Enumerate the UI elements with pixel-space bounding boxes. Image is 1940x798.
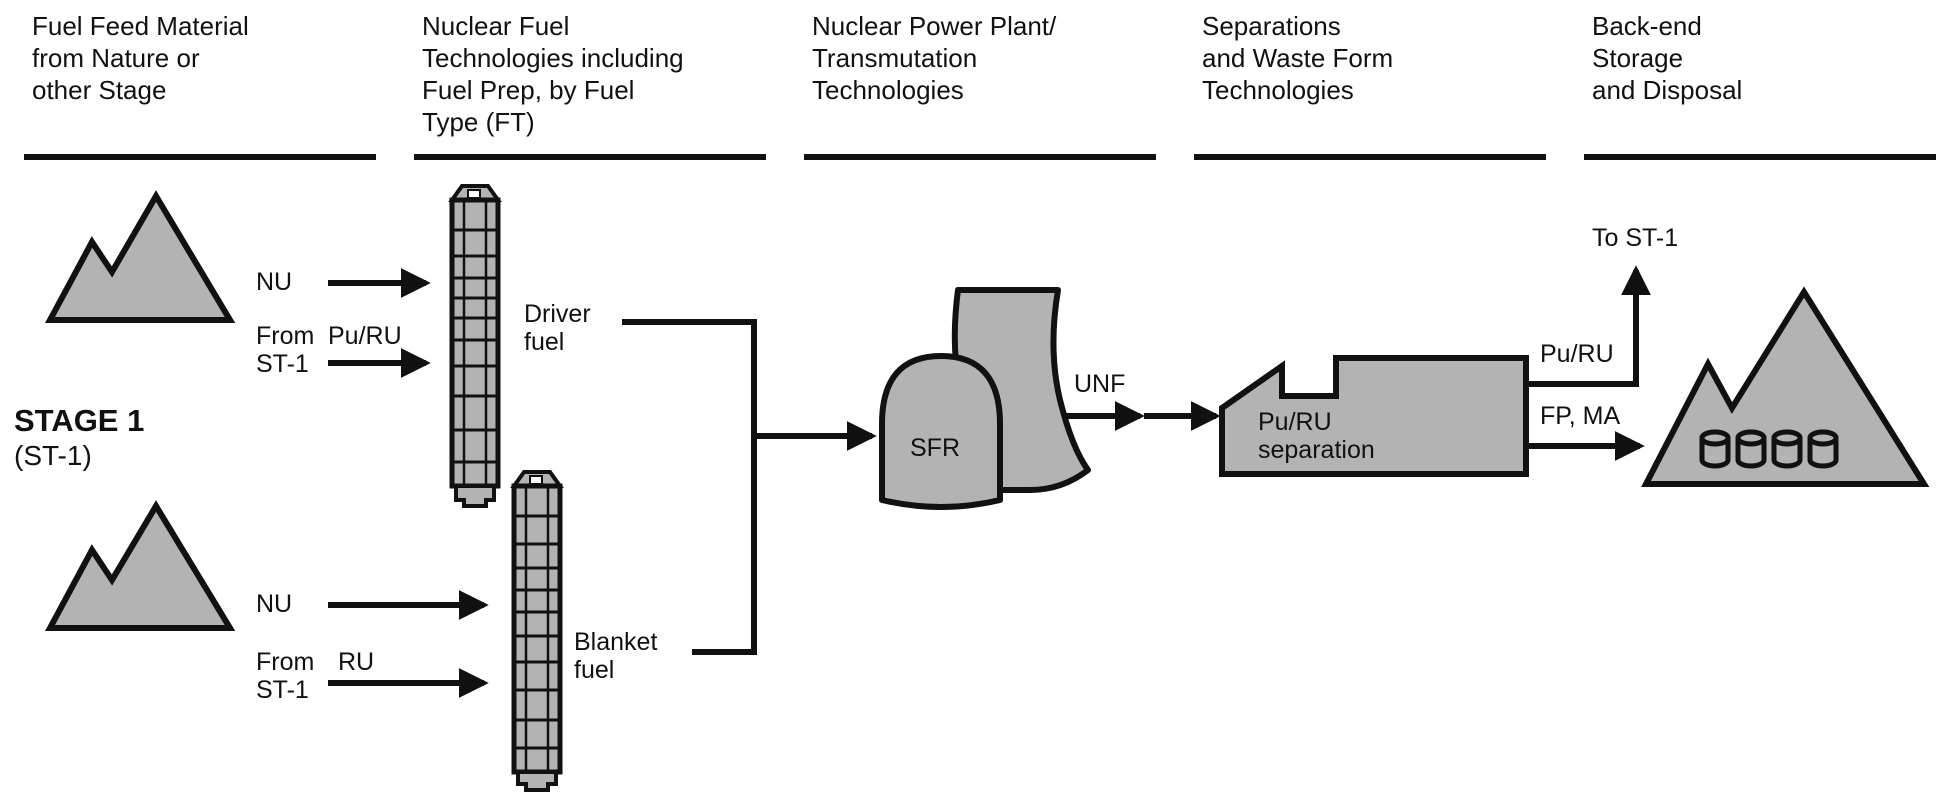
- separation-label: Pu/RU separation: [1258, 408, 1375, 464]
- feed-label-from-lower: From: [256, 648, 315, 676]
- feed-label-from-upper: From: [256, 322, 315, 350]
- driver-fuel-rod-icon: [448, 184, 502, 508]
- feed-label-pu-ru-upper: Pu/RU: [328, 322, 402, 350]
- stage-subtitle: (ST-1): [14, 440, 92, 471]
- feed-label-nu-upper: NU: [256, 268, 293, 296]
- mountain-icon-upper: [44, 190, 236, 323]
- blanket-fuel-rod-icon: [510, 470, 564, 792]
- column-header-back-end: Back-end Storage and Disposal: [1592, 11, 1743, 105]
- blanket-fuel-connector: [692, 436, 757, 655]
- feed-label-ru-lower: RU: [338, 648, 375, 676]
- column-header-fuel-feed: Fuel Feed Material from Nature or other …: [32, 11, 249, 105]
- reactor-label-sfr: SFR: [910, 434, 960, 462]
- header-rule-1: [24, 154, 376, 160]
- header-rule-5: [1584, 154, 1936, 160]
- header-rule-3: [804, 154, 1156, 160]
- column-header-power-plant: Nuclear Power Plant/ Transmutation Techn…: [812, 11, 1057, 105]
- reactor-output-unf: UNF: [1074, 370, 1126, 398]
- stage-title: STAGE 1: [14, 403, 145, 438]
- header-rule-4: [1194, 154, 1546, 160]
- feed-label-st1-lower: ST-1: [256, 676, 309, 704]
- arrow-pu-ru-to-st1: [1528, 265, 1651, 387]
- reactor-dome-icon: [879, 353, 1003, 510]
- waste-canister-icons: [1699, 429, 1839, 469]
- blanket-fuel-label: Blanket fuel: [574, 628, 658, 684]
- mountain-icon-lower: [44, 500, 236, 631]
- separation-output-fp-ma: FP, MA: [1540, 402, 1621, 430]
- separation-building-icon: [1219, 355, 1529, 477]
- column-header-separations: Separations and Waste Form Technologies: [1202, 11, 1394, 105]
- driver-fuel-label: Driver fuel: [524, 300, 591, 356]
- feed-label-st1-upper: ST-1: [256, 350, 309, 378]
- header-rule-2: [414, 154, 766, 160]
- feed-label-nu-lower: NU: [256, 590, 293, 618]
- separation-output-pu-ru: Pu/RU: [1540, 340, 1614, 368]
- recycle-target-label: To ST-1: [1592, 224, 1679, 252]
- driver-fuel-connector: [622, 319, 757, 436]
- column-header-fuel-technologies: Nuclear Fuel Technologies including Fuel…: [422, 11, 684, 137]
